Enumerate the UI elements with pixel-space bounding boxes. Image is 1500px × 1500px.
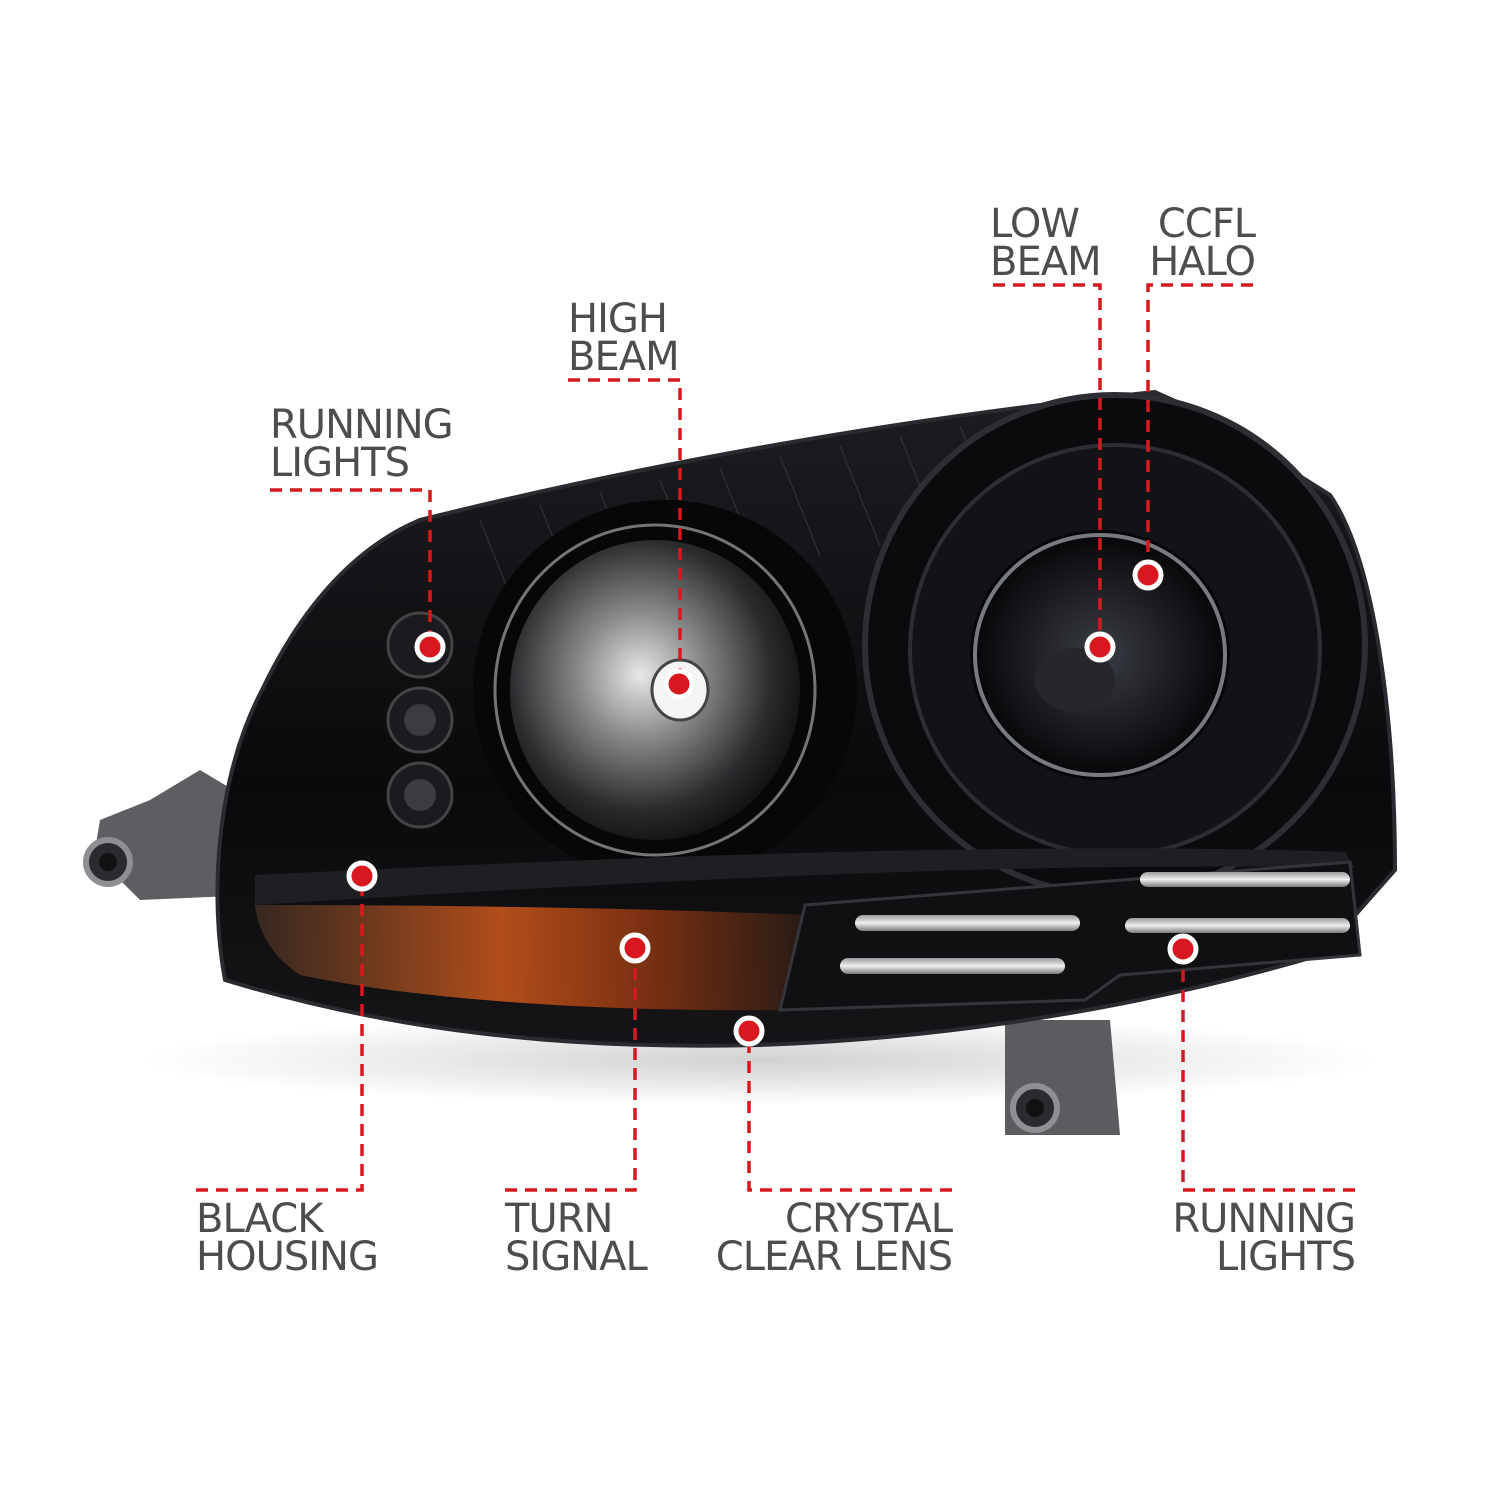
callout-line: LIGHTS: [270, 440, 410, 486]
callout-crystal-clear-lens: CRYSTAL CLEAR LENS: [715, 1196, 953, 1280]
callout-line: HOUSING: [196, 1234, 379, 1280]
callout-turn-signal: TURN SIGNAL: [505, 1196, 648, 1280]
callout-dot-running-lights-top: [414, 631, 446, 663]
callout-running-lights-bottom: RUNNING LIGHTS: [1172, 1196, 1356, 1280]
leader-line-low-beam: [993, 283, 1102, 645]
callout-line: HIGH: [568, 296, 668, 342]
lower-textured-strip: [255, 848, 1355, 905]
callout-dot-turn-signal: [619, 932, 651, 964]
callout-line: LIGHTS: [1216, 1234, 1356, 1280]
callout-dot-ccfl-halo: [1132, 559, 1164, 591]
callout-line: BLACK: [196, 1196, 323, 1242]
leader-line-black-housing: [196, 876, 364, 1192]
callout-running-lights-top: RUNNING LIGHTS: [270, 402, 454, 486]
callout-dot-black-housing: [346, 860, 378, 892]
callout-line: HALO: [1149, 239, 1256, 285]
callout-dot-crystal-clear-lens: [733, 1015, 765, 1047]
lower-mounting-bracket: [1005, 1020, 1120, 1135]
leader-line-high-beam: [568, 378, 682, 683]
callout-dot-high-beam: [663, 668, 695, 700]
leader-line-running-lights-bottom: [1181, 947, 1355, 1192]
callout-line: CCFL: [1157, 201, 1256, 247]
callout-line: TURN: [505, 1196, 613, 1242]
leader-line-turn-signal: [505, 946, 637, 1192]
callout-line: CRYSTAL: [785, 1196, 953, 1242]
turn-signal-lens: [255, 905, 805, 1011]
callout-line: BEAM: [990, 239, 1102, 285]
callout-line: LOW: [990, 201, 1080, 247]
callout-line: CLEAR LENS: [715, 1234, 953, 1280]
leader-line-running-lights-top: [270, 488, 432, 645]
callout-black-housing: BLACK HOUSING: [196, 1196, 379, 1280]
callout-dot-low-beam: [1084, 631, 1116, 663]
leader-line-ccfl-halo: [1146, 283, 1253, 573]
callout-high-beam: HIGH BEAM: [568, 296, 680, 380]
ccfl-halo-ring: [973, 533, 1227, 777]
callout-line: RUNNING: [1172, 1196, 1356, 1242]
callout-line: BEAM: [568, 334, 680, 380]
callout-dot-running-lights-bottom: [1167, 933, 1199, 965]
leader-line-crystal-clear-lens: [747, 1031, 952, 1192]
led-running-light-bars: [778, 860, 1362, 1012]
callout-line: SIGNAL: [505, 1234, 648, 1280]
callout-line: RUNNING: [270, 402, 454, 448]
callout-ccfl-halo: CCFL HALO: [1149, 201, 1256, 285]
callout-low-beam: LOW BEAM: [990, 201, 1102, 285]
left-mounting-bracket: [83, 770, 255, 900]
